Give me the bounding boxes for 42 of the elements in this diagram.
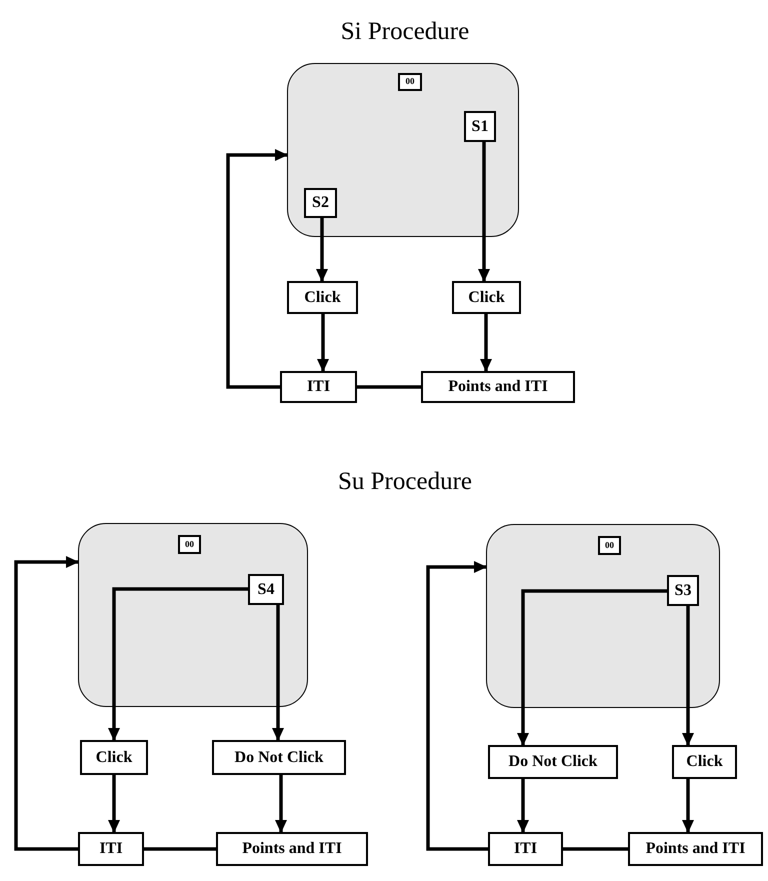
label-box: ITI (488, 832, 563, 866)
screen-panel (486, 524, 720, 708)
label-box: Points and ITI (216, 832, 368, 866)
arrow (14, 556, 79, 851)
arrow (272, 605, 284, 741)
arrow (517, 779, 529, 833)
label-box: S1 (464, 111, 496, 142)
connector-line (563, 847, 628, 851)
arrow (226, 149, 288, 389)
arrow (478, 142, 490, 282)
label-box: Click (287, 281, 358, 314)
label-box: Do Not Click (488, 745, 618, 779)
arrow (108, 775, 120, 833)
arrow (480, 314, 492, 372)
label-box: Click (80, 740, 148, 775)
connector-line (144, 847, 216, 851)
label-box: ITI (280, 371, 357, 403)
label-box: S4 (248, 574, 284, 605)
section-title: Su Procedure (338, 467, 472, 497)
arrow (682, 606, 694, 746)
label-box: Points and ITI (628, 832, 763, 866)
arrow (517, 589, 667, 746)
arrow (317, 314, 329, 372)
arrow (108, 587, 248, 741)
section-title: Si Procedure (340, 17, 470, 47)
label-box: Points and ITI (421, 371, 575, 403)
arrow (316, 218, 328, 282)
arrow (275, 775, 287, 833)
label-box: 00 (178, 535, 201, 554)
label-box: S3 (667, 575, 699, 606)
arrow (682, 779, 694, 833)
label-box: 00 (398, 73, 422, 91)
connector-line (357, 385, 421, 389)
arrow (426, 561, 488, 851)
label-box: Click (452, 281, 521, 314)
screen-panel (287, 63, 519, 237)
label-box: Click (672, 745, 737, 779)
screen-panel (78, 523, 308, 707)
label-box: S2 (304, 188, 337, 218)
label-box: Do Not Click (212, 740, 346, 775)
label-box: 00 (598, 536, 621, 555)
label-box: ITI (78, 832, 144, 866)
